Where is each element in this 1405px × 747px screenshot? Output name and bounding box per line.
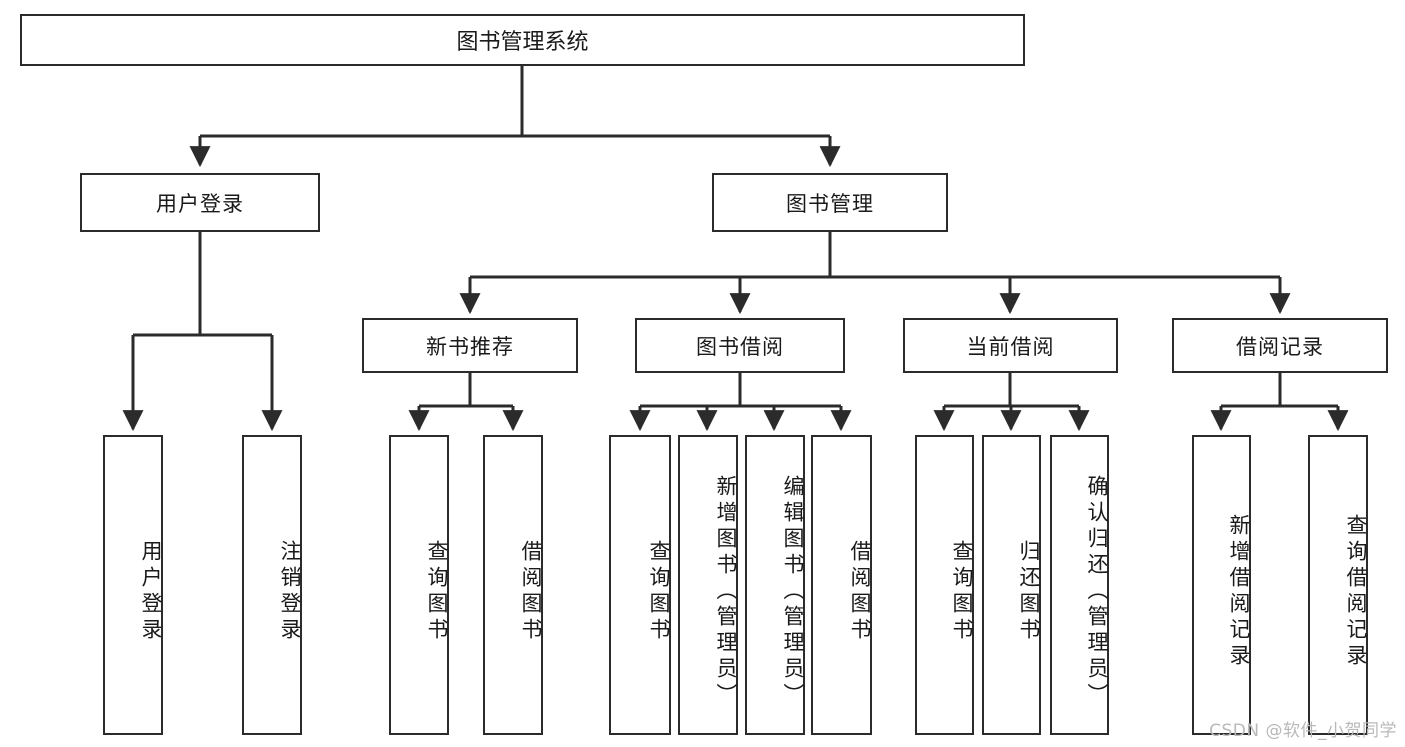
node-book-management[interactable]: 图书管理 (712, 173, 948, 232)
leaf-user-login[interactable]: 用户登录 (103, 435, 163, 735)
leaf-add-borrow-record[interactable]: 新增借阅记录 (1192, 435, 1251, 735)
csdn-watermark: CSDN @软件_小贺同学 (1209, 721, 1397, 741)
node-current-borrowing[interactable]: 当前借阅 (903, 318, 1118, 373)
leaf-return-books[interactable]: 归还图书 (982, 435, 1041, 735)
leaf-logout[interactable]: 注销登录 (242, 435, 302, 735)
leaf-query-books-borrowing[interactable]: 查询图书 (609, 435, 671, 735)
leaf-query-books-current[interactable]: 查询图书 (915, 435, 974, 735)
leaf-borrow-books-borrowing[interactable]: 借阅图书 (811, 435, 872, 735)
node-root-book-management-system[interactable]: 图书管理系统 (20, 14, 1025, 66)
node-new-book-recommendation[interactable]: 新书推荐 (362, 318, 578, 373)
node-book-borrowing[interactable]: 图书借阅 (635, 318, 845, 373)
leaf-confirm-return-admin[interactable]: 确认归还（管理员） (1050, 435, 1109, 735)
leaf-edit-book-admin[interactable]: 编辑图书（管理员） (745, 435, 805, 735)
node-user-login[interactable]: 用户登录 (80, 173, 320, 232)
node-borrowing-records[interactable]: 借阅记录 (1172, 318, 1388, 373)
leaf-add-book-admin[interactable]: 新增图书（管理员） (678, 435, 738, 735)
leaf-borrow-books-recommendation[interactable]: 借阅图书 (483, 435, 543, 735)
leaf-query-borrow-record[interactable]: 查询借阅记录 (1308, 435, 1368, 735)
leaf-query-books-recommendation[interactable]: 查询图书 (389, 435, 449, 735)
